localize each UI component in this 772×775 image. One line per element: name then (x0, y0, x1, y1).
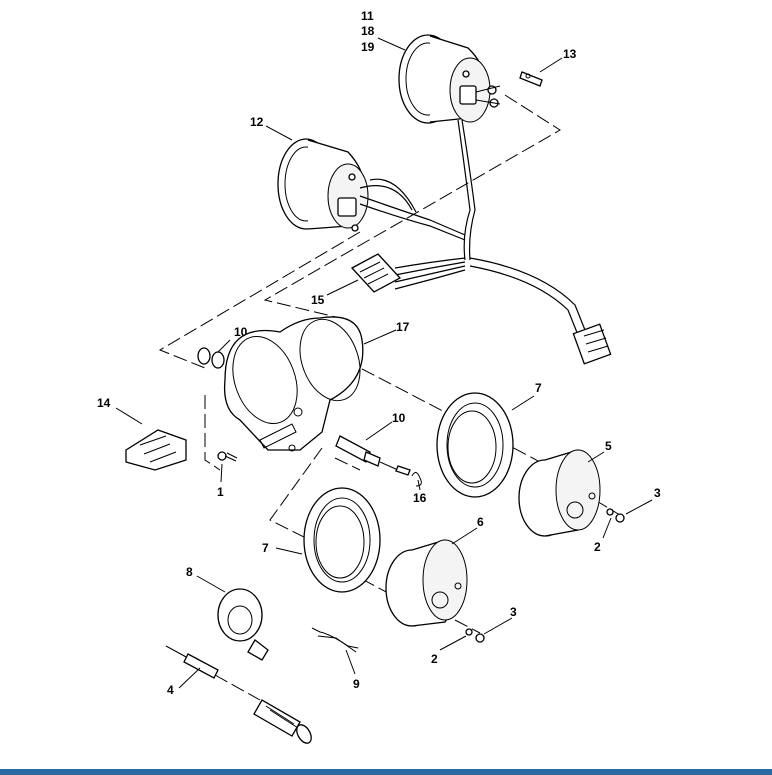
callout-13: 13 (563, 47, 577, 61)
gauge-cup-lower (385, 539, 468, 627)
gauge-bracket (223, 316, 364, 452)
callout-1: 1 (217, 485, 224, 499)
callout-8: 8 (186, 565, 193, 579)
callout-5: 5 (605, 439, 612, 453)
washer-nut-lower (465, 628, 485, 643)
spring-clip (311, 627, 359, 653)
callout-15: 15 (311, 293, 325, 307)
callout-3-upper: 3 (654, 486, 661, 500)
callout-7-lower: 7 (262, 541, 269, 555)
connector-block (350, 253, 402, 293)
callout-labels: 11 18 19 13 12 15 10 17 14 10 7 1 16 5 3… (97, 9, 661, 697)
bracket-clip (125, 429, 187, 471)
callout-11: 11 (361, 9, 374, 23)
gauge-cup-upper (518, 449, 601, 537)
trim-ring-upper (436, 392, 514, 498)
callout-4: 4 (167, 683, 174, 697)
grommets (197, 347, 225, 369)
callout-2-upper: 2 (594, 540, 601, 554)
callout-14: 14 (97, 396, 111, 410)
drive-unit (217, 588, 269, 661)
footer-bar (0, 769, 772, 775)
callout-7-upper: 7 (535, 381, 542, 395)
callout-10-stud: 10 (392, 411, 406, 425)
callout-2-lower: 2 (431, 652, 438, 666)
bulb-part (519, 71, 543, 87)
assembly-guide-lines (158, 94, 621, 701)
callout-9: 9 (353, 677, 360, 691)
drive-cable (165, 645, 312, 744)
left-gauge (277, 138, 369, 232)
upper-gauge (398, 34, 501, 124)
stud (335, 435, 411, 476)
callout-18: 18 (361, 24, 375, 38)
pin (411, 472, 422, 487)
screw (217, 451, 238, 462)
callout-17: 17 (396, 320, 410, 334)
leader-lines (115, 37, 653, 689)
callout-3-lower: 3 (510, 605, 517, 619)
trim-ring-lower (303, 487, 381, 593)
callout-12: 12 (250, 115, 264, 129)
wiring-harness (359, 119, 612, 365)
callout-6: 6 (477, 515, 484, 529)
washer-nut-upper (606, 508, 625, 523)
callout-19: 19 (361, 40, 375, 54)
callout-16: 16 (413, 491, 427, 505)
callout-10-grommets: 10 (234, 325, 248, 339)
